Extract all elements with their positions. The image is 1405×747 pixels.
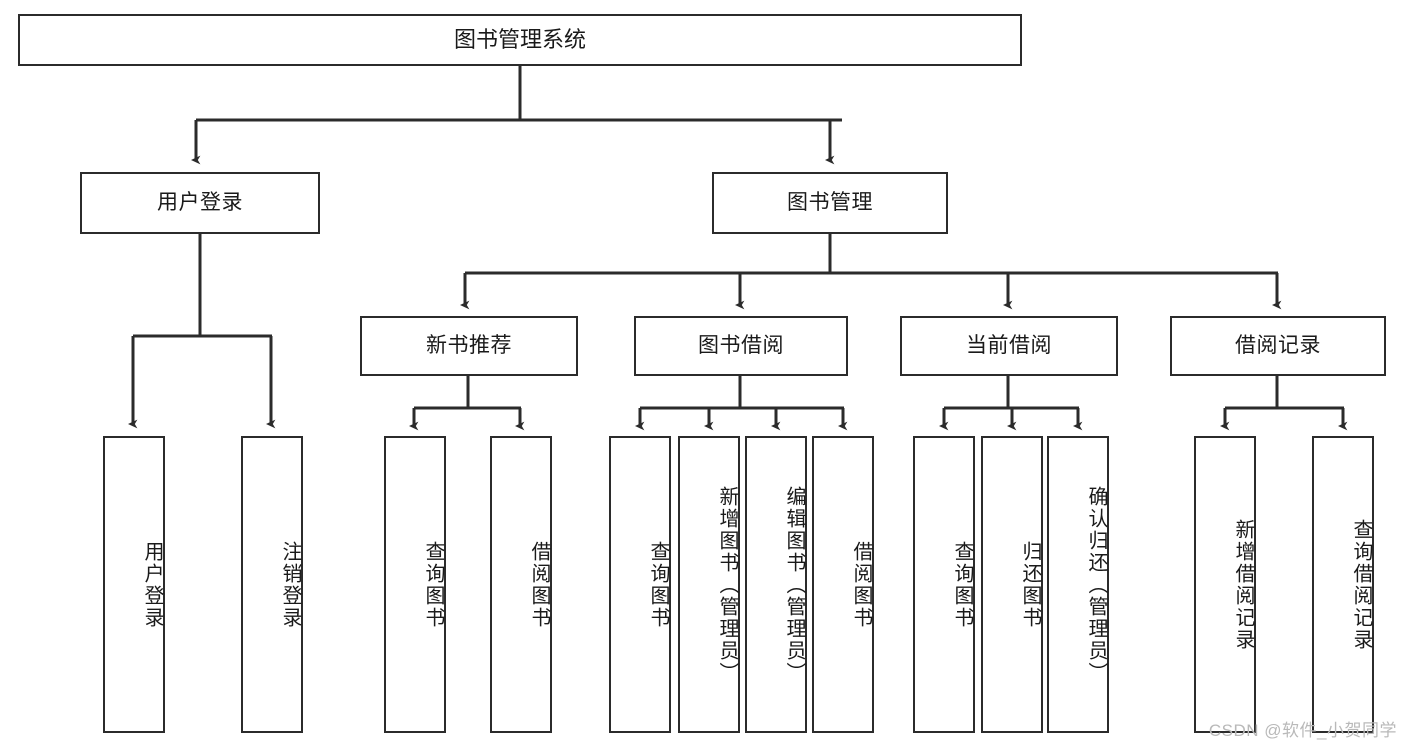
- node-new-book-recommend[interactable]: 新书推荐: [360, 316, 578, 376]
- node-label: 图书借阅: [698, 333, 784, 357]
- node-label: 确认归还（管理员）: [1085, 485, 1107, 684]
- watermark-text: CSDN @软件_小贺同学: [1208, 721, 1397, 740]
- node-label: 图书管理系统: [453, 27, 586, 53]
- node-label: 借阅图书: [528, 540, 550, 629]
- leaf-borrow-edit-book-admin[interactable]: 编辑图书（管理员）: [745, 436, 807, 733]
- node-label: 编辑图书（管理员）: [783, 485, 805, 684]
- node-label: 查询图书: [422, 540, 444, 629]
- node-label: 借阅记录: [1235, 333, 1321, 357]
- node-borrow-record[interactable]: 借阅记录: [1170, 316, 1386, 376]
- leaf-borrow-add-book-admin[interactable]: 新增图书（管理员）: [678, 436, 740, 733]
- node-label: 借阅图书: [850, 540, 872, 629]
- node-label: 用户登录: [141, 540, 163, 629]
- node-label: 新增图书（管理员）: [716, 485, 738, 684]
- leaf-record-add-borrow-record[interactable]: 新增借阅记录: [1194, 436, 1256, 733]
- leaf-record-query-borrow-record[interactable]: 查询借阅记录: [1312, 436, 1374, 733]
- node-user-login[interactable]: 用户登录: [80, 172, 320, 234]
- leaf-user-login-logout[interactable]: 注销登录: [241, 436, 303, 733]
- node-label: 归还图书: [1019, 540, 1041, 629]
- node-label: 当前借阅: [966, 333, 1052, 357]
- leaf-borrow-query-book[interactable]: 查询图书: [609, 436, 671, 733]
- node-label: 查询图书: [647, 540, 669, 629]
- node-book-borrow[interactable]: 图书借阅: [634, 316, 848, 376]
- node-label: 图书管理: [787, 190, 873, 214]
- node-root-book-management-system[interactable]: 图书管理系统: [18, 14, 1022, 66]
- node-book-management[interactable]: 图书管理: [712, 172, 948, 234]
- node-label: 查询借阅记录: [1350, 518, 1372, 651]
- node-label: 注销登录: [279, 540, 301, 629]
- leaf-borrow-borrow-book[interactable]: 借阅图书: [812, 436, 874, 733]
- leaf-new-book-borrow-book[interactable]: 借阅图书: [490, 436, 552, 733]
- node-current-borrow[interactable]: 当前借阅: [900, 316, 1118, 376]
- node-label: 新增借阅记录: [1232, 518, 1254, 651]
- node-label: 新书推荐: [426, 333, 512, 357]
- leaf-new-book-query-book[interactable]: 查询图书: [384, 436, 446, 733]
- leaf-current-confirm-return-admin[interactable]: 确认归还（管理员）: [1047, 436, 1109, 733]
- node-label: 查询图书: [951, 540, 973, 629]
- node-label: 用户登录: [157, 190, 243, 214]
- leaf-current-query-book[interactable]: 查询图书: [913, 436, 975, 733]
- leaf-user-login-login[interactable]: 用户登录: [103, 436, 165, 733]
- leaf-current-return-book[interactable]: 归还图书: [981, 436, 1043, 733]
